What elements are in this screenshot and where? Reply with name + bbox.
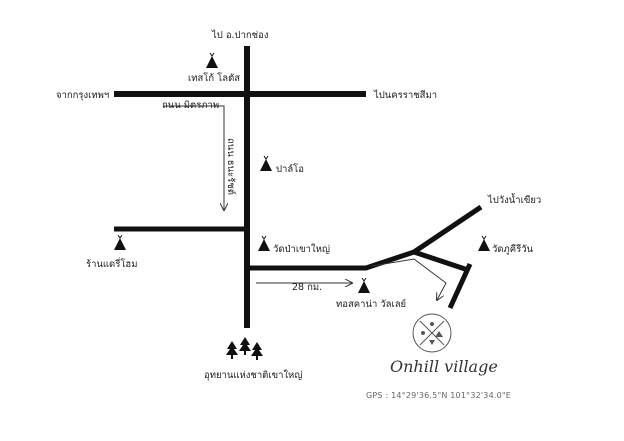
- route-arrow-curve: [371, 258, 447, 300]
- compass-emblem-icon: [412, 313, 452, 353]
- gps-coordinates: GPS : 14°29'36.5"N 101°32'34.0"E: [366, 391, 511, 400]
- wat-phu-khiri-label: วัดภูคีรีวัน: [492, 243, 534, 255]
- tent-marker-icon: [113, 234, 127, 251]
- tent-marker-icon: [259, 155, 273, 172]
- mittraphap-road-label: ถนน มิตรภาพ: [162, 100, 219, 111]
- east-road: [244, 249, 469, 273]
- to-korat-label: ไปนครราชสีมา: [373, 89, 437, 101]
- tent-marker-icon: [357, 277, 371, 294]
- route-arrow-down: [164, 105, 224, 210]
- tesco-lotus-label: เทสโก้ โลตัส: [188, 72, 240, 84]
- ptt-label: ปาล์โอ: [276, 163, 304, 175]
- pine-tree-icon: [239, 337, 251, 355]
- pine-tree-icon: [226, 341, 238, 359]
- tent-marker-icon: [205, 52, 219, 69]
- from-bangkok-label: จากกรุงเทพฯ: [56, 90, 109, 101]
- pine-tree-icon: [251, 342, 263, 360]
- wat-pa-khao-yai-label: วัดป่าเขาใหญ่: [273, 243, 330, 255]
- distance-label: 28 กม.: [292, 282, 322, 293]
- village-name: Onhill village: [390, 357, 498, 376]
- village-access-road: [447, 262, 473, 310]
- thanarat-road-label: ถนน ธนะรัชต์: [225, 138, 237, 195]
- to-wang-nam-khiao-label: ไปวังน้ำเขียว: [487, 193, 541, 206]
- tent-marker-icon: [477, 235, 491, 252]
- to-pak-chong-label: ไป อ.ปากช่อง: [211, 29, 268, 41]
- wang-nam-khiao-road: [412, 204, 483, 255]
- shop-label: ร้านแดรี่โฮม: [86, 257, 138, 270]
- national-park-label: อุทยานแห่งชาติเขาใหญ่: [204, 369, 302, 381]
- tent-marker-icon: [257, 235, 271, 252]
- golf-label: ทอสคาน่า วัลเลย์: [336, 298, 406, 310]
